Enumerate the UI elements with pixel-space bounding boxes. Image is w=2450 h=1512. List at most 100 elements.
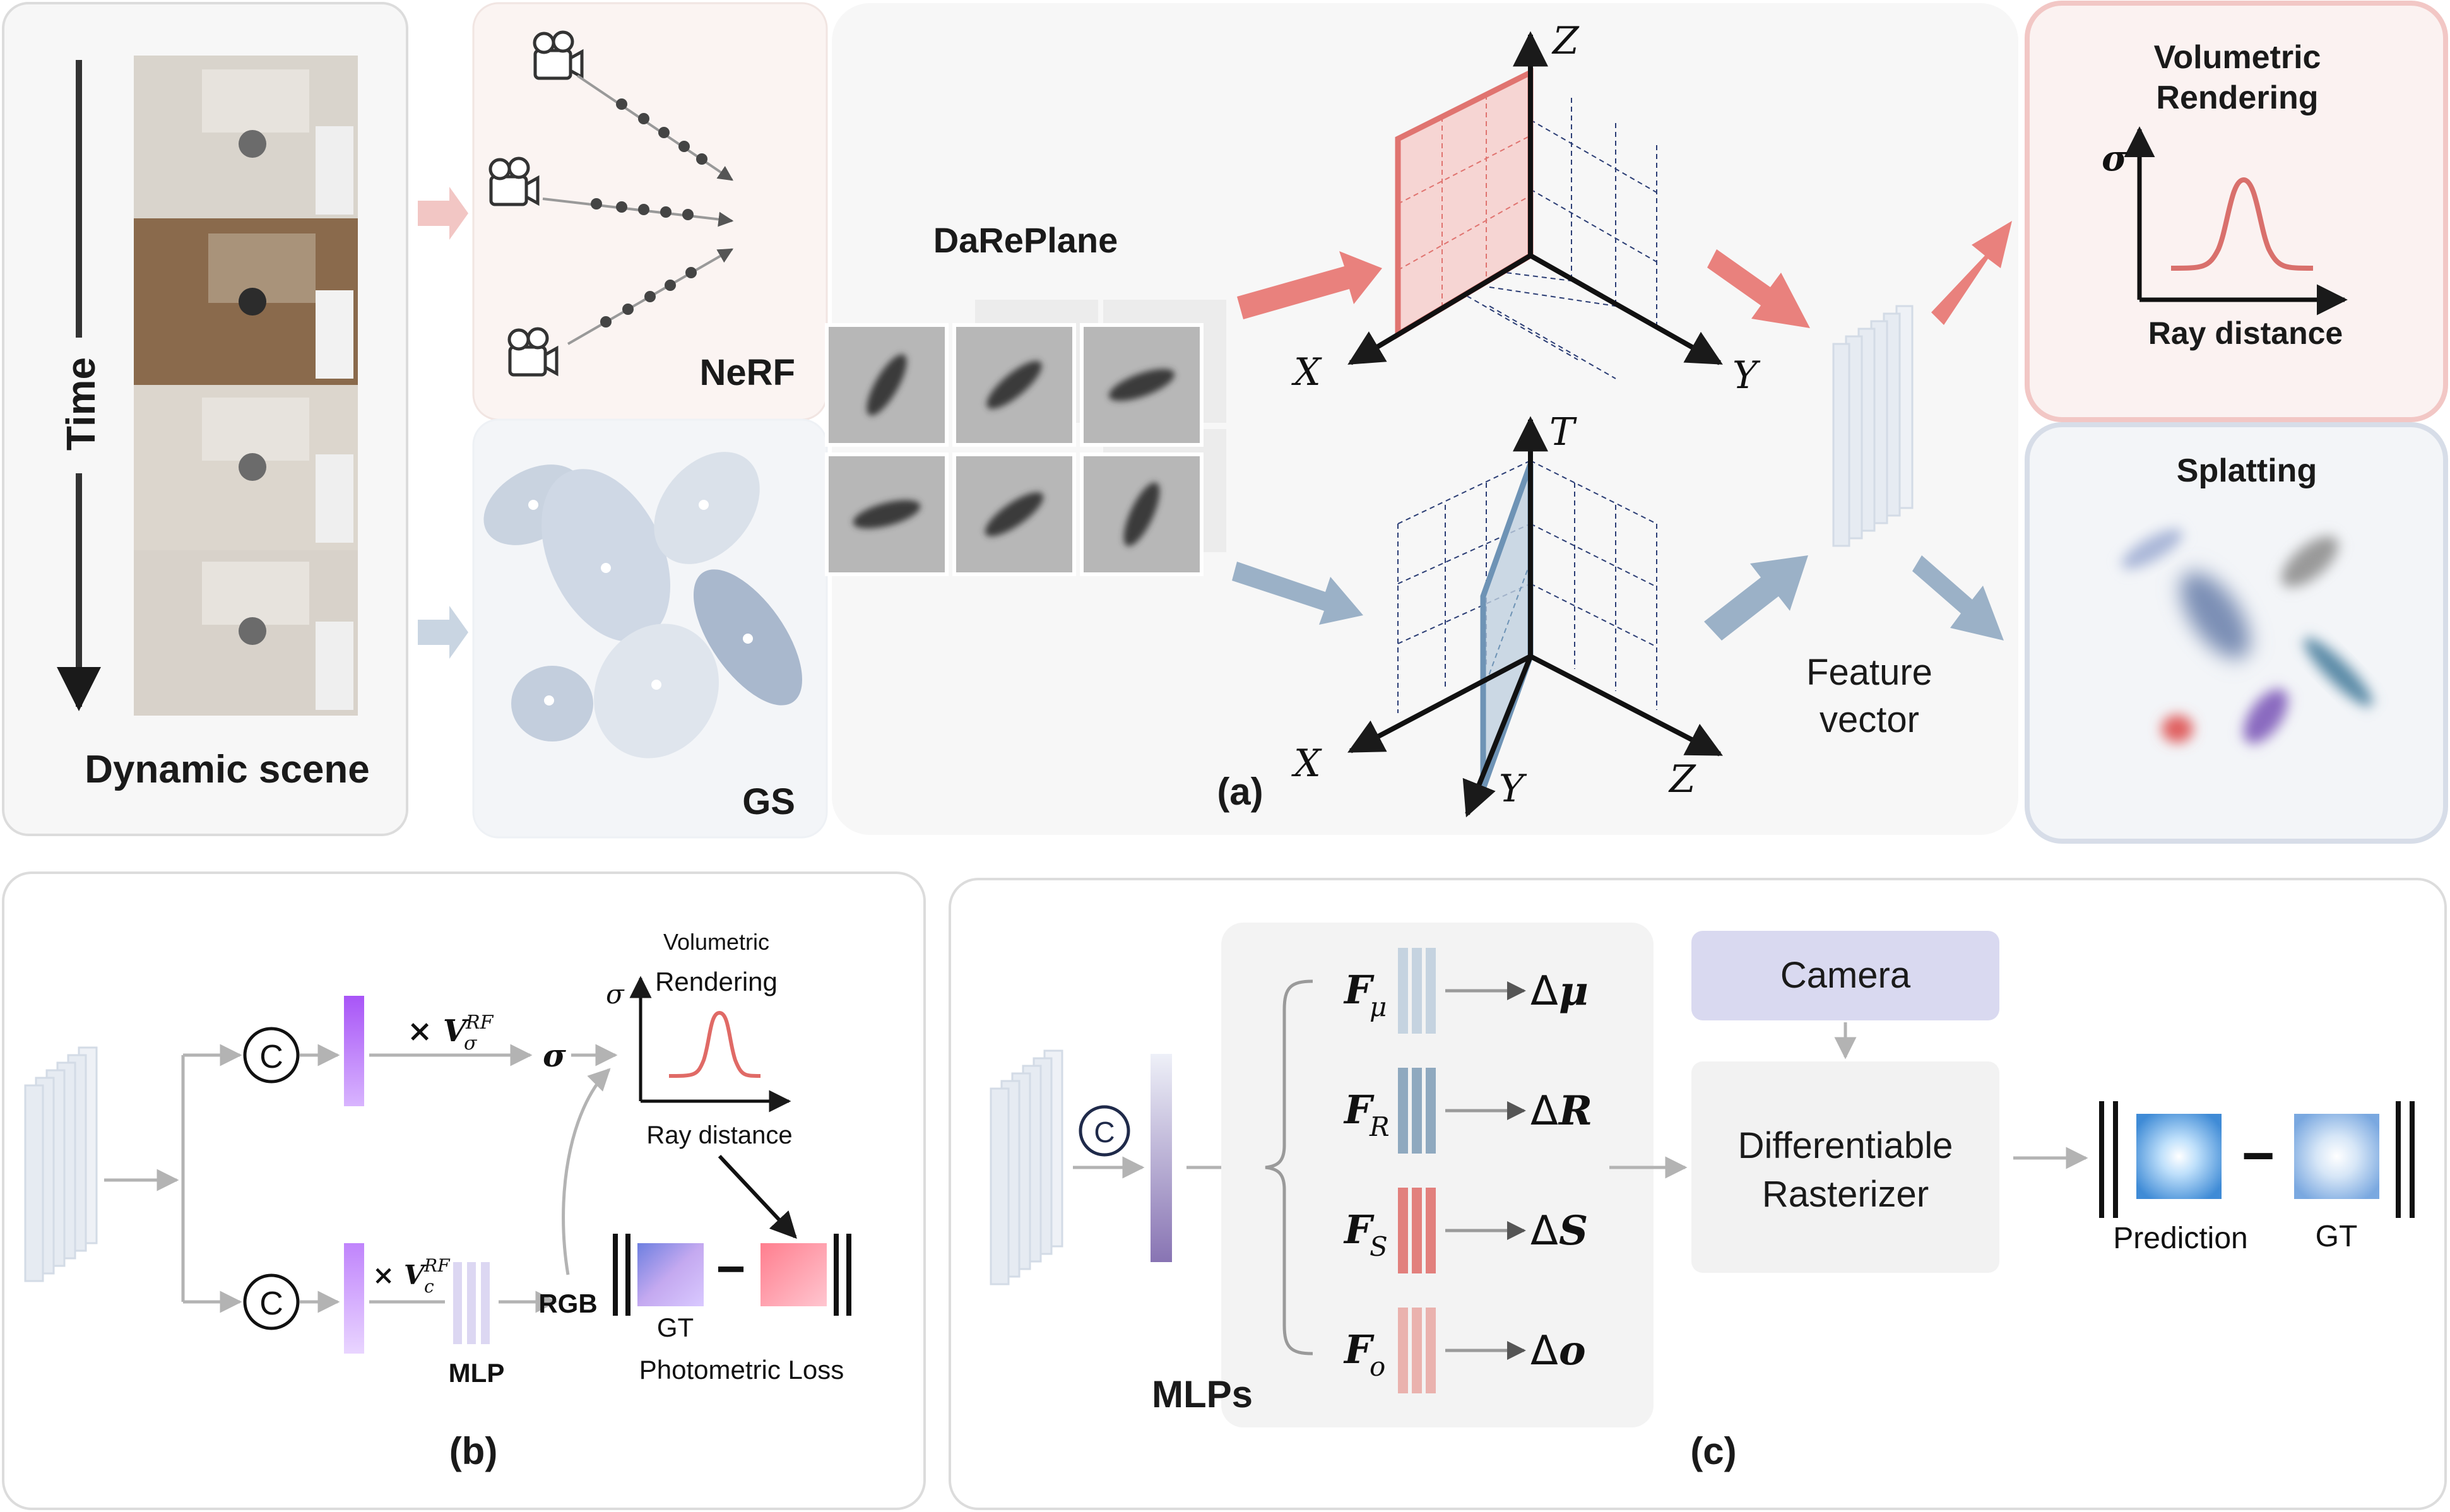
c-head-bar <box>1412 1068 1422 1154</box>
volumetric-ray-distance: Ray distance <box>2148 316 2343 351</box>
c-concat-label: C <box>1094 1116 1115 1149</box>
feature-vector-stack <box>1832 305 1914 547</box>
c-head-output: o <box>1559 1327 1586 1374</box>
arrow-to-lower-plane <box>1232 562 1363 625</box>
b-vol-title-2: Rendering <box>655 967 778 996</box>
c-mlps-region <box>1221 923 1654 1427</box>
c-mlps-label: MLPs <box>1152 1373 1253 1415</box>
c-prediction-label: Prediction <box>2113 1222 2247 1255</box>
wavelet-tile <box>825 323 949 447</box>
lower-plane-axes <box>1347 416 1723 818</box>
lower-axis-x: X <box>1291 741 1322 786</box>
c-input-stack <box>990 1049 1063 1285</box>
c-head-bar <box>1412 1188 1422 1273</box>
b-gt-label: GT <box>657 1313 694 1342</box>
c-loss-minus: − <box>2242 1125 2275 1188</box>
upper-plane-axes <box>1347 31 1723 379</box>
wavelet-tile <box>952 323 1076 447</box>
c-head-bar <box>1398 948 1408 1034</box>
gaussian-ellipses <box>483 452 803 759</box>
volumetric-curve <box>2170 177 2314 271</box>
arrow-lower-to-feature <box>1704 555 1808 641</box>
lower-axis-z: Z <box>1668 757 1696 801</box>
volumetric-panel <box>2025 1 2448 422</box>
b-loss-minus: − <box>716 1241 746 1297</box>
upper-axis-z: Z <box>1551 19 1580 63</box>
arrow-to-nerf <box>418 187 468 240</box>
upper-axis-y: Y <box>1732 353 1761 398</box>
nerf-rays <box>488 30 734 377</box>
b-sigma-bar <box>344 996 364 1106</box>
b-vol-curve <box>668 1010 761 1078</box>
c-camera-box <box>1691 931 1999 1020</box>
c-concat <box>1079 1105 1130 1157</box>
c-head-bar <box>1426 1308 1436 1393</box>
c-head-subscript: S <box>1370 1231 1388 1262</box>
caption-b: (b) <box>449 1430 498 1472</box>
c-rasterizer-box <box>1691 1061 1999 1273</box>
wavelet-tile <box>1080 452 1204 576</box>
b-sigma-sup: RF <box>465 1012 494 1034</box>
camera-icon <box>507 327 559 377</box>
panel-b <box>2 871 926 1510</box>
b-mlp-block <box>453 1262 490 1344</box>
c-head-bar <box>1426 1188 1436 1273</box>
c-head-subscript: o <box>1370 1351 1385 1382</box>
c-head-bar <box>1426 1068 1436 1154</box>
lower-axis-y: Y <box>1499 767 1527 811</box>
c-head-output: R <box>1558 1087 1592 1135</box>
c-head-delta: Δ <box>1530 1208 1558 1255</box>
c-head-delta: Δ <box>1530 968 1558 1015</box>
c-head-bar <box>1412 1308 1422 1393</box>
c-head-bar <box>1398 1308 1408 1393</box>
camera-icon <box>533 30 584 80</box>
c-head-output: S <box>1559 1207 1588 1255</box>
arrow-to-splatting <box>1912 555 2004 641</box>
volumetric-sigma: σ <box>2102 138 2128 179</box>
c-camera-label: Camera <box>1780 955 1911 996</box>
c-head-bar <box>1412 948 1422 1034</box>
b-mlp-label: MLP <box>449 1358 505 1388</box>
dareplane-title: DaRePlane <box>933 220 1118 260</box>
caption-c: (c) <box>1690 1430 1736 1472</box>
feature-vector-label-1: Feature <box>1806 652 1932 693</box>
b-vol-title-1: Volumetric <box>663 929 769 955</box>
b-concat-top <box>243 1027 300 1084</box>
c-head-delta: Δ <box>1530 1088 1558 1135</box>
arrow-to-volumetric <box>1931 221 2012 325</box>
volumetric-title-2: Rendering <box>2156 80 2318 116</box>
splatting-title: Splatting <box>2177 452 2317 489</box>
b-rgb-label: RGB <box>538 1289 597 1318</box>
gs-label: GS <box>742 781 795 822</box>
wavelet-tile <box>825 452 949 576</box>
arrow-to-upper-plane <box>1237 251 1382 319</box>
b-concat-top-label: C <box>259 1039 283 1075</box>
b-rgb-to-vol <box>562 1068 611 1275</box>
c-head-feature: F <box>1343 1087 1375 1133</box>
c-head-bar <box>1426 948 1436 1034</box>
lower-axis-t: T <box>1549 410 1577 454</box>
c-head-subscript: R <box>1369 1111 1390 1142</box>
arrow-to-gs <box>418 606 468 659</box>
b-vol-to-pred <box>718 1154 797 1239</box>
c-head-feature: F <box>1343 967 1375 1013</box>
b-concat-bottom-label: C <box>259 1285 283 1322</box>
c-gt-label: GT <box>2316 1220 2358 1253</box>
c-head-feature: F <box>1343 1326 1375 1373</box>
b-color-sub: c <box>424 1276 434 1297</box>
c-feature-bar <box>1151 1054 1172 1262</box>
c-loss <box>2099 1101 2415 1218</box>
c-head-bar <box>1398 1188 1408 1273</box>
video-frames <box>134 56 358 716</box>
splat-blobs <box>2121 529 2373 744</box>
b-color-mult: × V <box>372 1260 427 1291</box>
b-vol-sigma: σ <box>606 979 625 1010</box>
b-input-stack <box>24 1046 98 1282</box>
c-head-output: μ <box>1559 967 1589 1015</box>
